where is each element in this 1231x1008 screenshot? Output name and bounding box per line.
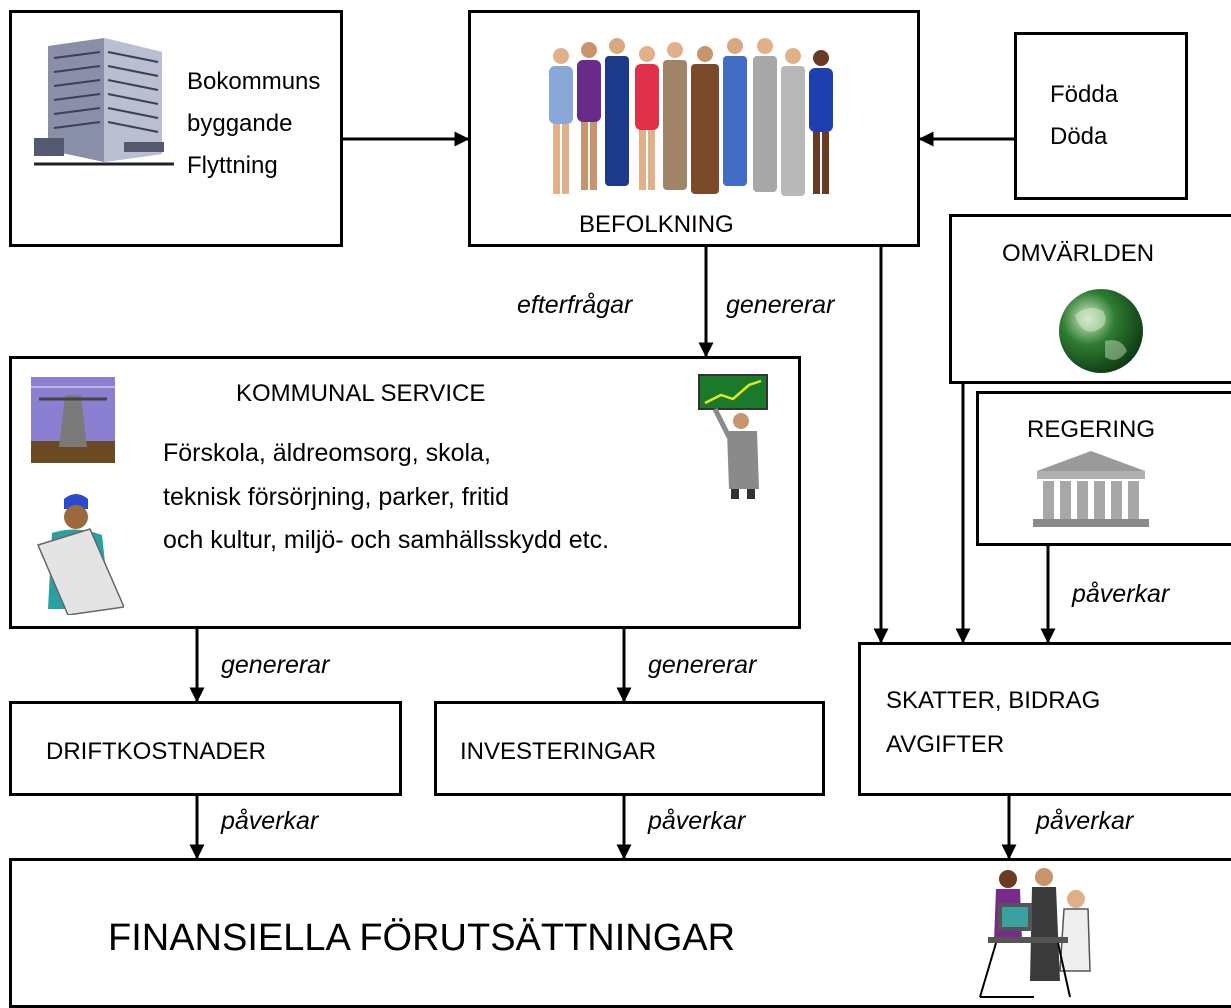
fodda-line-1: Födda bbox=[1050, 81, 1119, 108]
label-paverkar-invest: påverkar bbox=[648, 807, 746, 835]
label-paverkar-regering: påverkar bbox=[1072, 580, 1170, 608]
regering-box: REGERING bbox=[976, 391, 1231, 546]
construction-worker-icon bbox=[36, 494, 124, 615]
kommunal-service-box: KOMMUNAL SERVICE Förskola, äldreomsorg, … bbox=[9, 356, 801, 629]
globe-icon bbox=[1059, 289, 1143, 373]
bokommun-line-3: Flyttning bbox=[187, 152, 278, 179]
omvarlden-title: OMVÄRLDEN bbox=[1002, 240, 1155, 267]
power-pylon-icon bbox=[31, 377, 115, 463]
investeringar-title: INVESTERINGAR bbox=[460, 738, 657, 765]
skatter-bidrag-avgifter-box: SKATTER, BIDRAG AVGIFTER bbox=[858, 642, 1231, 796]
government-building-icon bbox=[1033, 451, 1149, 527]
computer-workers-icon bbox=[979, 868, 1091, 998]
befolkning-title: BEFOLKNING bbox=[579, 211, 734, 238]
finansiella-title: FINANSIELLA FÖRUTSÄTTNINGAR bbox=[108, 917, 736, 959]
finansiella-box: FINANSIELLA FÖRUTSÄTTNINGAR bbox=[9, 858, 1231, 1008]
presenter-chart-icon bbox=[698, 374, 768, 499]
bokommun-box: Bokommuns byggande Flyttning bbox=[9, 10, 343, 247]
kommunal-line-3: och kultur, miljö- och samhällsskydd etc… bbox=[163, 526, 610, 554]
label-paverkar-skatter: påverkar bbox=[1036, 807, 1134, 835]
label-genererar-invest: genererar bbox=[648, 651, 757, 679]
label-efterfragar: efterfrågar bbox=[517, 291, 633, 319]
fodda-doda-box: Födda Döda bbox=[1014, 32, 1188, 200]
people-group-icon bbox=[549, 38, 833, 196]
kommunal-title: KOMMUNAL SERVICE bbox=[236, 380, 486, 407]
kommunal-line-1: Förskola, äldreomsorg, skola, bbox=[163, 439, 491, 467]
omvarlden-box: OMVÄRLDEN bbox=[949, 214, 1231, 384]
driftkostnader-title: DRIFTKOSTNADER bbox=[46, 738, 267, 765]
fodda-line-2: Döda bbox=[1050, 123, 1108, 150]
regering-title: REGERING bbox=[1027, 416, 1156, 443]
skatter-line-2: AVGIFTER bbox=[886, 731, 1005, 758]
investeringar-box: INVESTERINGAR bbox=[434, 701, 825, 796]
label-paverkar-drift: påverkar bbox=[221, 807, 319, 835]
befolkning-box: BEFOLKNING bbox=[468, 10, 920, 247]
kommunal-line-2: teknisk försörjning, parker, fritid bbox=[163, 483, 509, 511]
label-genererar-befolkning: genererar bbox=[726, 291, 835, 319]
bokommun-line-2: byggande bbox=[187, 110, 293, 137]
bokommun-line-1: Bokommuns bbox=[187, 68, 321, 95]
driftkostnader-box: DRIFTKOSTNADER bbox=[9, 701, 402, 796]
skatter-line-1: SKATTER, BIDRAG bbox=[886, 687, 1101, 714]
office-building-icon bbox=[34, 38, 174, 166]
label-genererar-drift: genererar bbox=[221, 651, 330, 679]
